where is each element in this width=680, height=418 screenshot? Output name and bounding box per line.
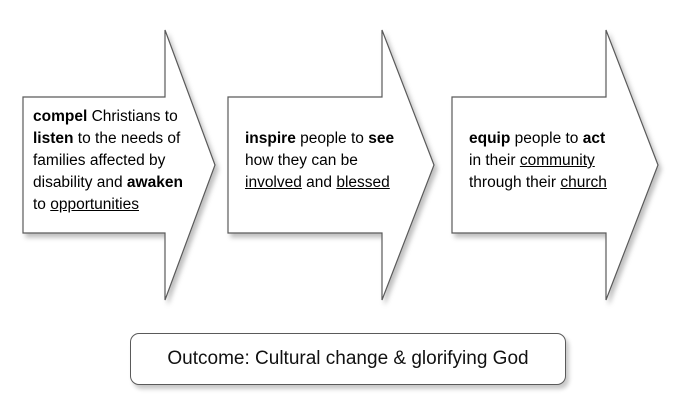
outcome-label: Outcome: Cultural change & glorifying Go… (167, 348, 529, 369)
underlined-word: church (560, 174, 607, 191)
text-segment: people to (295, 130, 369, 147)
arrow-shape-equip (451, 29, 659, 301)
text-segment: families affected by (33, 152, 166, 169)
arrow-text-line: compel Christians to (33, 106, 213, 128)
bold-word: act (582, 130, 606, 147)
arrow-shape-compel (22, 29, 216, 301)
bold-word: see (368, 130, 395, 147)
underlined-word: opportunities (50, 196, 139, 213)
underlined-word: involved (245, 174, 302, 191)
underlined-word: community (519, 152, 595, 169)
text-segment: to (33, 196, 51, 213)
text-segment: people to (510, 130, 583, 147)
bold-word: inspire (245, 130, 296, 147)
underlined-word: blessed (336, 174, 390, 191)
arrow-shape-inspire (227, 29, 435, 301)
bold-word: listen (33, 130, 74, 147)
text-segment: how they can be (245, 152, 358, 169)
arrow-text-line: involved and blessed (245, 172, 415, 194)
arrow-text-line: through their church (469, 172, 644, 194)
text-segment: through their (469, 174, 561, 191)
arrow-text-line: listen to the needs of (33, 128, 213, 150)
bold-word: equip (469, 130, 511, 147)
arrow-text-line: families affected by (33, 150, 213, 172)
arrow-text-line: inspire people to see (245, 128, 415, 150)
arrow-text-line: equip people to act (469, 128, 644, 150)
arrow-text-line: how they can be (245, 150, 415, 172)
arrow-text-line: in their community (469, 150, 644, 172)
text-segment: Christians to (87, 108, 178, 125)
arrow-text-line: to opportunities (33, 194, 213, 216)
text-segment: disability and (33, 174, 127, 191)
bold-word: compel (33, 108, 88, 125)
arrow-text-inspire: inspire people to see how they can be invo… (245, 128, 415, 194)
text-segment: in their (469, 152, 520, 169)
text-segment: to the needs of (73, 130, 181, 147)
bold-word: awaken (126, 174, 183, 191)
text-segment: and (301, 174, 337, 191)
arrow-text-line: disability and awaken (33, 172, 213, 194)
outcome-box: Outcome: Cultural change & glorifying Go… (130, 333, 566, 385)
